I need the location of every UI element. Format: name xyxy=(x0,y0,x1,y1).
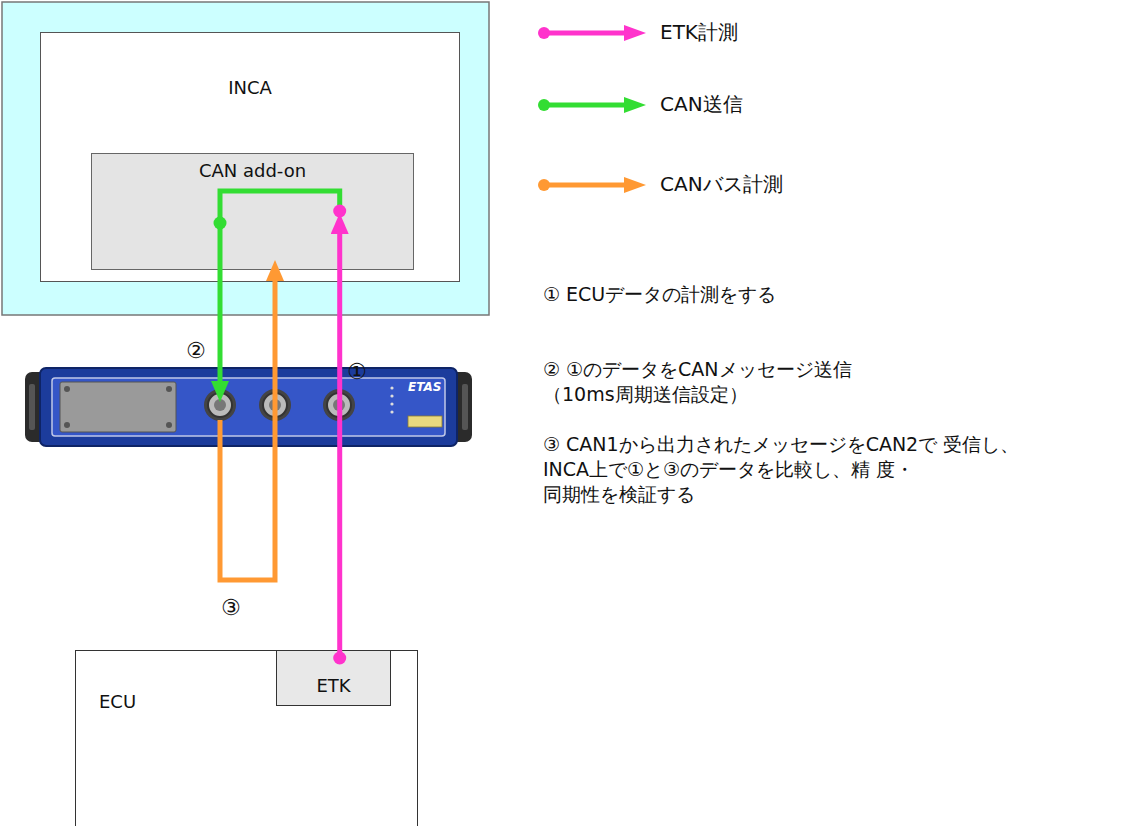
callout-number: ② xyxy=(186,336,206,365)
can1-port xyxy=(204,389,236,421)
text-holder: INCA xyxy=(41,33,459,98)
measurement-module: ETAS xyxy=(25,368,472,446)
can2-port xyxy=(259,389,291,421)
legend-sample xyxy=(536,173,648,197)
legend-dot xyxy=(538,99,550,111)
legend-row: ETK計測 xyxy=(536,19,836,47)
pc-window xyxy=(2,2,489,315)
text-holder: ECU xyxy=(99,691,136,712)
measurement-module-drawing xyxy=(25,368,472,446)
legend-sample xyxy=(536,21,648,45)
etk-box: ETK xyxy=(276,650,391,706)
step-note-box: ① ECUデータの計測をする xyxy=(543,282,1113,307)
callout-number-box: ① xyxy=(347,357,367,386)
node-label: ECU xyxy=(99,691,136,712)
application-window: INCA CAN add-on xyxy=(40,32,460,282)
ecu-box: ECU ETK xyxy=(75,650,418,826)
text-holder: CAN add-on xyxy=(92,154,413,181)
legend-text: CANバス計測 xyxy=(660,171,783,198)
legend-dot xyxy=(538,27,550,39)
can-send-arrow xyxy=(220,191,340,390)
can-bus-arrow xyxy=(220,272,275,580)
connector-dot xyxy=(333,652,346,665)
text-holder: ETAS xyxy=(408,376,441,395)
callout-number: ③ xyxy=(221,593,241,622)
step-note: ③ CAN1から出力されたメッセージをCAN2で 受信し、INCA上で①と③のデ… xyxy=(543,432,1038,507)
legend-line xyxy=(544,103,628,108)
step-note-box: ③ CAN1から出力されたメッセージをCAN2で 受信し、INCA上で①と③のデ… xyxy=(543,432,1038,507)
connector-dot xyxy=(214,217,227,230)
etk-measure-arrow xyxy=(337,225,342,658)
callout-number: ① xyxy=(347,357,367,386)
callout-number-box: ③ xyxy=(221,593,241,622)
step-note: ① ECUデータの計測をする xyxy=(543,282,1113,307)
node-label: ETAS xyxy=(408,380,441,394)
legend-arrowhead xyxy=(624,177,646,193)
legend-line xyxy=(544,31,628,36)
connector-dot xyxy=(333,205,346,218)
etk-port xyxy=(323,389,355,421)
node-label: INCA xyxy=(228,77,272,98)
callout-number-box: ② xyxy=(186,336,206,365)
text-holder: ETK xyxy=(277,651,390,696)
legend-arrowhead xyxy=(624,25,646,41)
legend-arrowhead xyxy=(624,97,646,113)
add-on-box: CAN add-on xyxy=(91,153,414,270)
node-label: ETK xyxy=(316,675,350,696)
step-note: ② ①のデータをCANメッセージ送信 （10ms周期送信設定） xyxy=(543,357,888,407)
legend-text: ETK計測 xyxy=(660,19,738,46)
node-label: CAN add-on xyxy=(199,160,306,181)
legend-sample xyxy=(536,93,648,117)
legend-row: CAN送信 xyxy=(536,91,836,119)
legend-line xyxy=(544,183,628,188)
legend-row: CANバス計測 xyxy=(536,171,836,199)
legend-dot xyxy=(538,179,550,191)
step-note-box: ② ①のデータをCANメッセージ送信 （10ms周期送信設定） xyxy=(543,357,888,407)
legend-text: CAN送信 xyxy=(660,91,743,118)
